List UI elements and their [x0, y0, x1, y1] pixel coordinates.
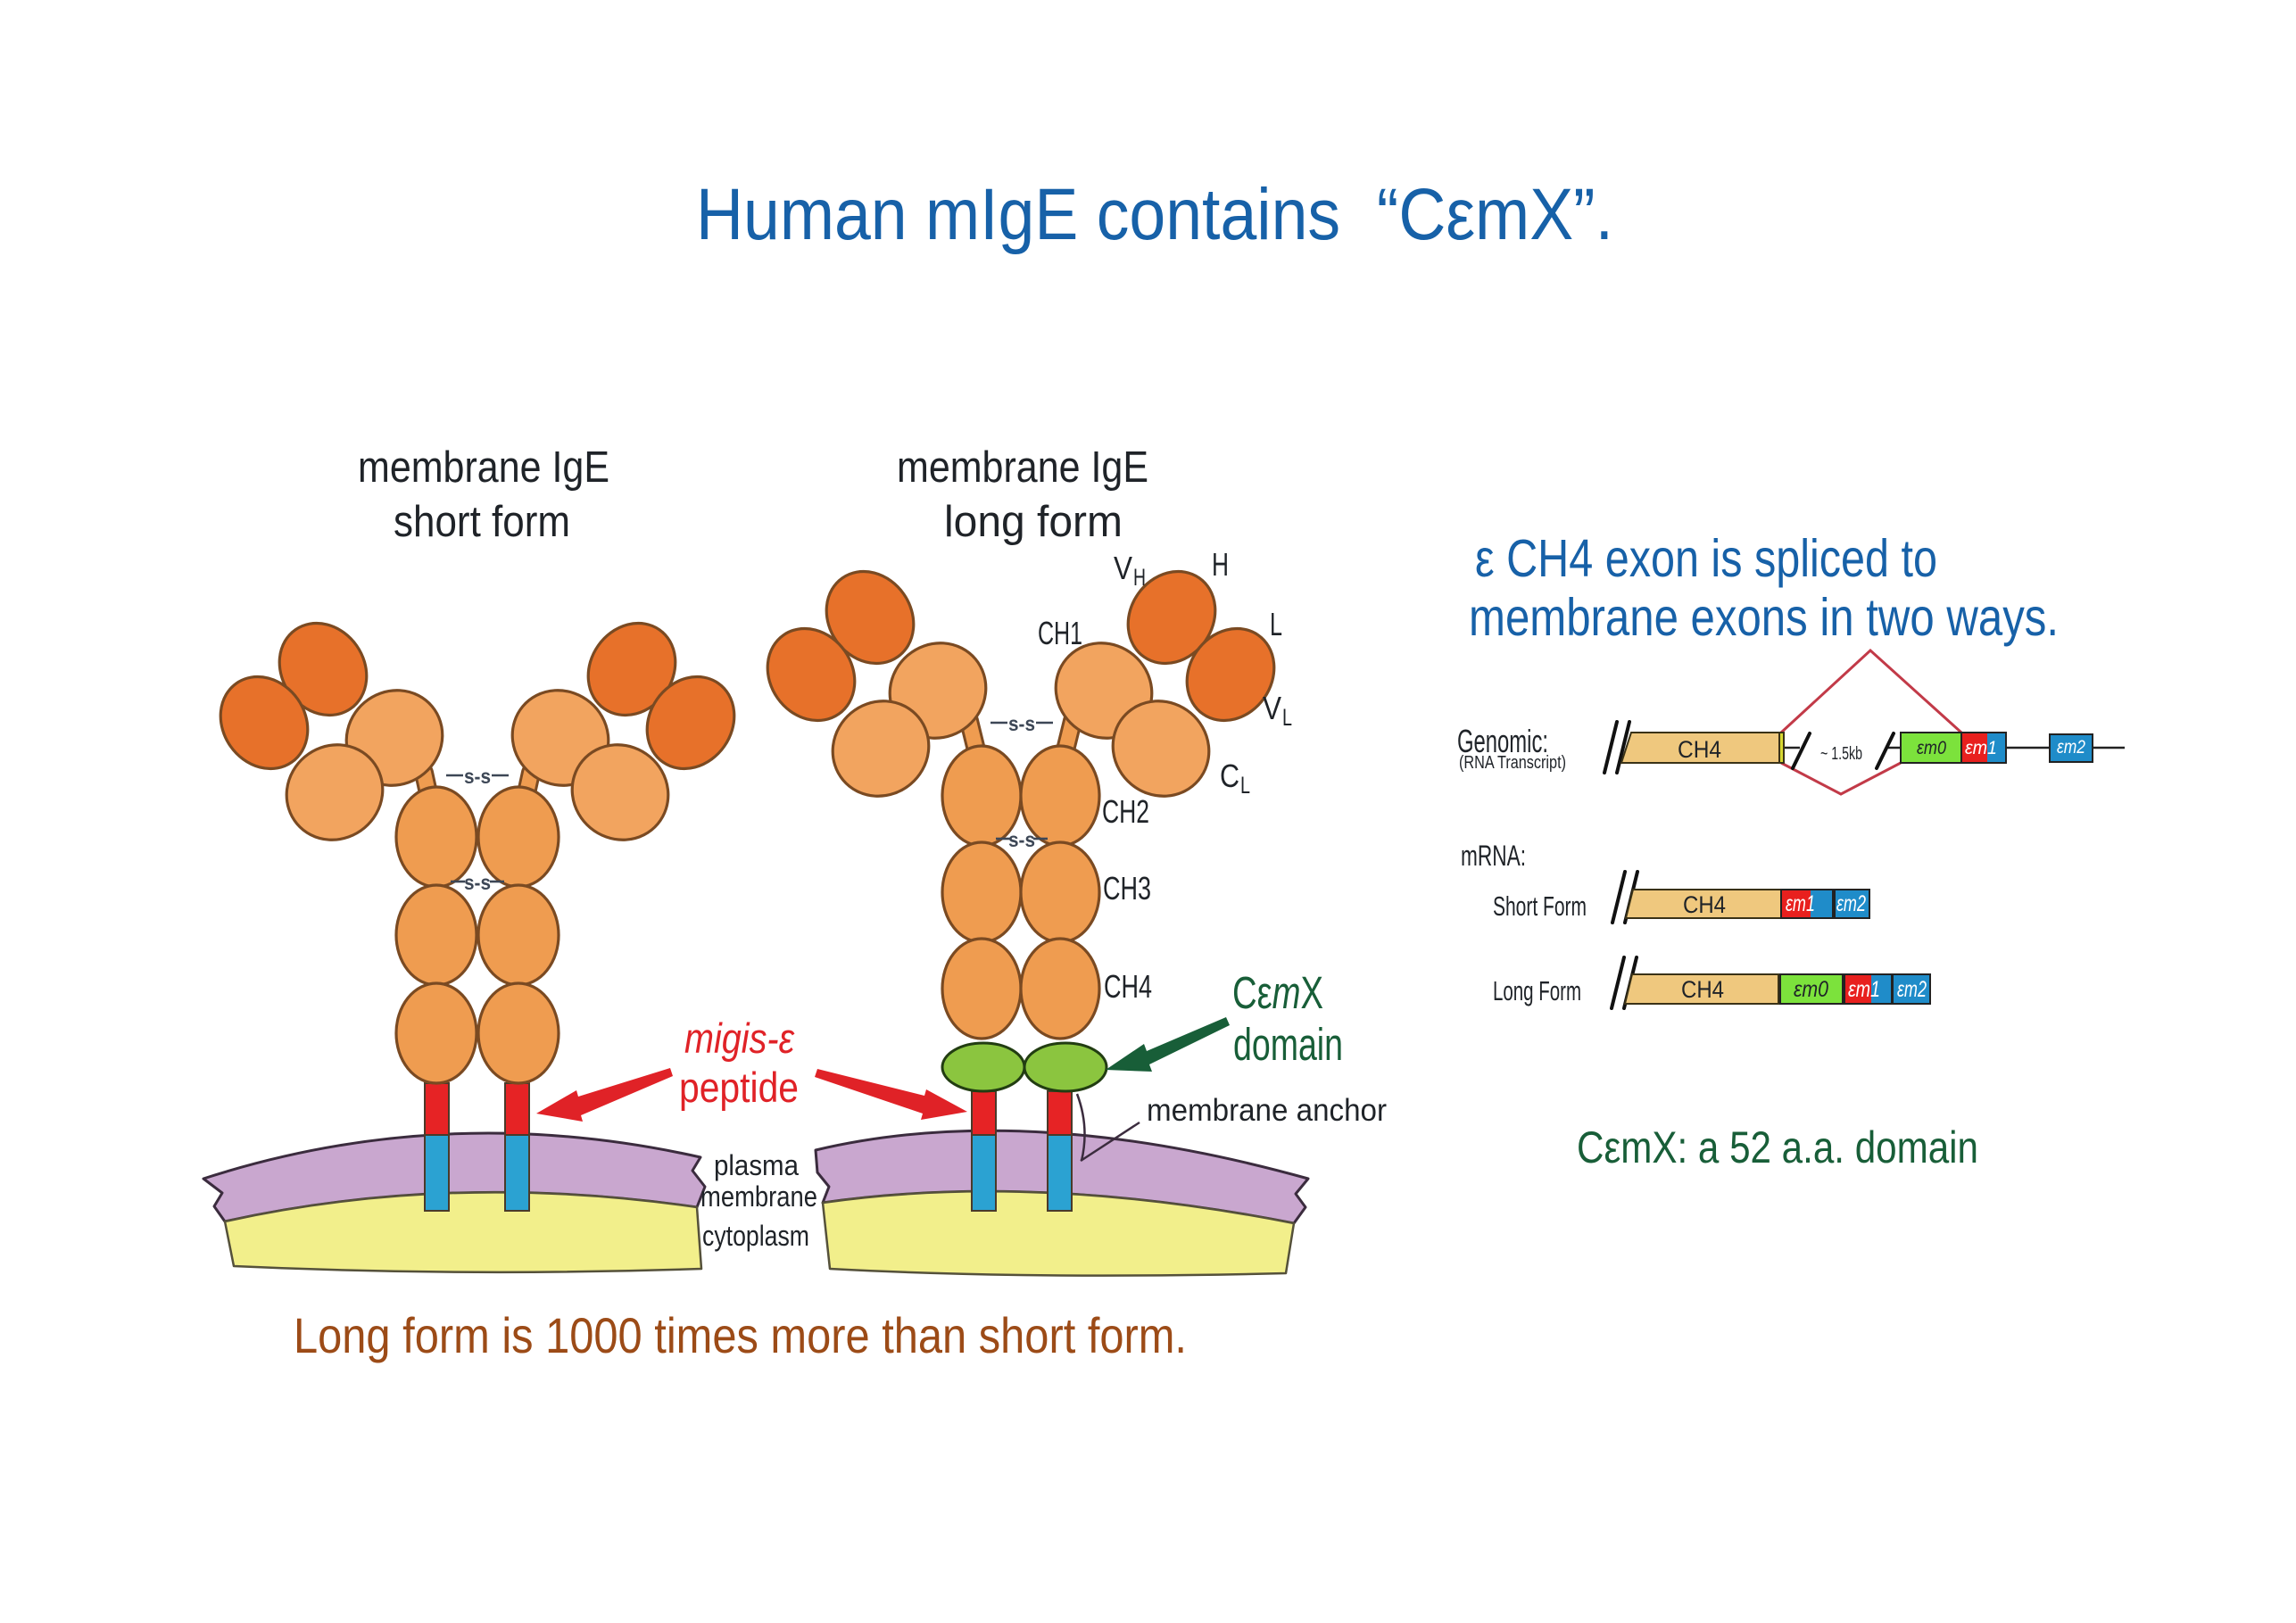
- svg-text:domain: domain: [1233, 1019, 1343, 1070]
- svg-text:εm1: εm1: [1965, 738, 1997, 758]
- svg-text:εm1: εm1: [1786, 891, 1815, 916]
- svg-text:CH1: CH1: [1038, 615, 1082, 651]
- svg-text:εm0: εm0: [1917, 738, 1946, 758]
- svg-text:εm2: εm2: [1836, 891, 1866, 916]
- svg-text:CH4: CH4: [1681, 976, 1724, 1003]
- svg-text:CH3: CH3: [1103, 870, 1151, 907]
- svg-text:CεmX: a 52 a.a. domain: CεmX: a 52 a.a. domain: [1577, 1122, 1978, 1172]
- svg-text:L: L: [1282, 704, 1292, 731]
- svg-text:CH2: CH2: [1102, 793, 1149, 830]
- svg-text:C: C: [1220, 758, 1239, 794]
- svg-text:cytoplasm: cytoplasm: [702, 1220, 809, 1252]
- svg-text:(RNA Transcript): (RNA Transcript): [1459, 753, 1566, 773]
- svg-text:εm2: εm2: [1897, 977, 1927, 1002]
- svg-text:short form: short form: [394, 498, 570, 546]
- svg-text:CH4: CH4: [1104, 968, 1152, 1005]
- svg-text:Long form is 1000 times more t: Long form is 1000 times more than short …: [294, 1307, 1187, 1363]
- svg-text:εm2: εm2: [2057, 737, 2085, 758]
- svg-text:Genomic:: Genomic:: [1457, 723, 1548, 759]
- svg-text:CεmX: CεmX: [1232, 967, 1323, 1018]
- svg-text:peptide: peptide: [679, 1064, 799, 1111]
- svg-text:εm1: εm1: [1848, 977, 1880, 1002]
- svg-text:plasma: plasma: [714, 1149, 799, 1181]
- svg-text:membrane exons in two ways.: membrane exons in two ways.: [1469, 588, 2059, 647]
- svg-text:s-s: s-s: [1008, 712, 1035, 735]
- svg-text:CH4: CH4: [1678, 736, 1721, 763]
- svg-text:membrane: membrane: [700, 1180, 817, 1213]
- svg-text:membrane IgE: membrane IgE: [897, 443, 1148, 492]
- svg-text:Long Form: Long Form: [1493, 975, 1581, 1006]
- svg-text:V: V: [1114, 550, 1132, 586]
- svg-text:εm0: εm0: [1794, 977, 1828, 1002]
- svg-text:s-s: s-s: [1008, 828, 1035, 851]
- svg-text:long form: long form: [944, 498, 1123, 546]
- svg-text:s-s: s-s: [464, 765, 491, 788]
- svg-text:membrane anchor: membrane anchor: [1147, 1093, 1387, 1128]
- svg-text:CH4: CH4: [1683, 891, 1726, 918]
- svg-text:H: H: [1133, 564, 1146, 591]
- svg-text:L: L: [1270, 606, 1282, 642]
- svg-text:~ 1.5kb: ~ 1.5kb: [1820, 744, 1862, 764]
- svg-text:mRNA:: mRNA:: [1461, 840, 1526, 872]
- svg-text:V: V: [1263, 690, 1281, 726]
- svg-text:H: H: [1212, 546, 1229, 583]
- svg-text:Short Form: Short Form: [1493, 890, 1587, 922]
- svg-text:L: L: [1240, 772, 1250, 799]
- svg-text:ε CH4 exon is spliced to: ε CH4 exon is spliced to: [1475, 529, 1937, 588]
- svg-text:membrane IgE: membrane IgE: [358, 443, 609, 492]
- svg-text:s-s: s-s: [464, 871, 491, 894]
- svg-text:migis-ε: migis-ε: [684, 1014, 795, 1062]
- svg-text:Human mIgE contains “CεmX”.: Human mIgE contains “CεmX”.: [696, 174, 1613, 255]
